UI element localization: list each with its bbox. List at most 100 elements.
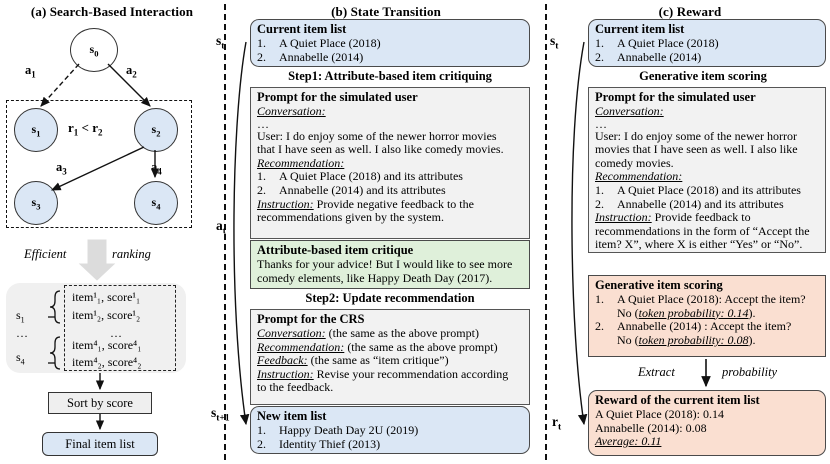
score-row-s4-line2: item⁴₂, score⁴₂	[72, 355, 142, 369]
score-row-state-s1: s1	[16, 308, 25, 325]
symbol-state-t-c: st	[550, 33, 559, 52]
b-prompt-crs-box: Prompt for the CRS Conversation: (the sa…	[250, 309, 530, 405]
b-crs-row-instruction: Instruction: Revise your recommendation …	[257, 366, 509, 381]
b-instruction-line-1: Instruction: Provide negative feedback t…	[257, 196, 474, 211]
score-row-s1-line1: item¹₁, score¹₁	[72, 290, 141, 304]
c-instruction-line-1: Instruction: Provide feedback to	[595, 210, 751, 225]
score-row-s4-line1: item⁴₁, score⁴₁	[72, 338, 142, 352]
graph-node-s0-label: s0	[89, 41, 99, 59]
probability-label: probability	[722, 365, 778, 379]
c-current-item-2: 2.Annabelle (2014)	[595, 49, 702, 64]
b-crs-row-feedback: Feedback: (the same as “item critique”)	[257, 353, 449, 368]
c-generative-item-scoring-box: Generative item scoring 1.A Quiet Place …	[588, 275, 826, 357]
graph-node-s3: s3	[14, 181, 58, 225]
b-current-item-1: 1.A Quiet Place (2018)	[257, 36, 381, 50]
score-row-state-s4: s4	[16, 350, 25, 367]
b-step1-heading: Step1: Attribute-based item critiquing	[288, 69, 492, 83]
b-new-item-1: 1.Happy Death Day 2U (2019)	[257, 423, 419, 437]
graph-node-s4-label: s4	[151, 194, 161, 212]
edge-label-a4: a4	[151, 160, 162, 177]
c-reward-header: Reward of the current item list	[595, 393, 760, 407]
score-pool-panel	[6, 283, 186, 373]
c-conversation-ellipsis: …	[595, 116, 607, 131]
panel-a-title: (a) Search-Based Interaction	[30, 4, 194, 19]
c-conversation-label: Conversation:	[595, 104, 664, 118]
symbol-state-t-b: st	[216, 33, 225, 52]
c-current-item-list-box: Current item list 1.A Quiet Place (2018)…	[588, 19, 826, 67]
score-row-s1-line2: item¹₂, score¹₂	[72, 308, 141, 322]
symbol-action-t-b: at	[216, 218, 226, 237]
b-crs-row-conversation: Conversation: (the same as the above pro…	[257, 326, 479, 340]
b-recommendation-label: Recommendation:	[257, 155, 345, 170]
b-new-item-list-header: New item list	[257, 409, 327, 423]
graph-node-s0: s0	[70, 28, 118, 72]
c-instruction-line-3: item? X”, where X is either “Yes” or “No…	[595, 237, 803, 252]
search-subtree-dashed-box	[6, 100, 192, 228]
graph-node-s3-label: s3	[31, 194, 41, 212]
c-reward-average: Average: 0.11	[595, 434, 662, 449]
b-recommendation-item-2: 2.Annabelle (2014) and its attributes	[257, 182, 446, 197]
b-crs-row-recommendation: Recommendation: (the same as the above p…	[257, 339, 498, 354]
b-crs-instruction-cont: to the feedback.	[257, 380, 334, 395]
b-new-item-list-box: New item list 1.Happy Death Day 2U (2019…	[250, 406, 530, 454]
c-scoring-heading: Generative item scoring	[639, 69, 767, 83]
graph-node-s2-label: s2	[151, 121, 161, 139]
b-recommendation-item-1: 1.A Quiet Place (2018) and its attribute…	[257, 169, 463, 184]
b-item-critique-box: Attribute-based item critique Thanks for…	[250, 240, 530, 289]
c-instruction-line-2: recommendations in the form of “Accept t…	[595, 223, 810, 238]
c-state-to-reward-curve	[571, 41, 588, 426]
c-conversation-line-1: User: I do enjoy some of the newer horro…	[595, 128, 797, 143]
c-prompt-user-header: Prompt for the simulated user	[595, 90, 756, 104]
b-item-critique-line-1: Thanks for your advice! But I would like…	[257, 257, 513, 271]
b-prompt-user-header: Prompt for the simulated user	[257, 90, 418, 104]
b-state-flow-curve	[233, 41, 250, 426]
panel-divider-left	[224, 4, 226, 460]
graph-node-s1-label: s1	[31, 121, 41, 139]
b-conversation-ellipsis: …	[257, 116, 269, 131]
c-prompt-simulated-user-box: Prompt for the simulated user Conversati…	[588, 87, 826, 253]
graph-node-s1: s1	[14, 108, 58, 152]
score-row-ellipsis-line: …	[110, 326, 122, 340]
b-instruction-line-2: recommendations given by the system.	[257, 210, 444, 225]
c-scoring-item-1: 1.A Quiet Place (2018): Accept the item?	[595, 292, 806, 306]
c-conversation-line-3: comedy movies.	[595, 155, 674, 170]
c-reward-line-1: A Quiet Place (2018): 0.14	[595, 407, 724, 421]
efficient-ranking-arrow	[78, 239, 116, 281]
c-recommendation-label: Recommendation:	[595, 169, 683, 184]
c-scoring-item-2-prob: No (token probability: 0.08).	[617, 332, 756, 347]
ranking-label: ranking	[112, 247, 151, 261]
c-reward-box: Reward of the current item list A Quiet …	[588, 390, 826, 456]
c-reward-line-2: Annabelle (2014): 0.08	[595, 420, 707, 435]
c-generative-scoring-header: Generative item scoring	[595, 278, 723, 292]
c-scoring-item-2: 2.Annabelle (2014) : Accept the item?	[595, 319, 792, 334]
b-new-item-2: 2.Identity Thief (2013)	[257, 436, 381, 451]
c-current-item-list-header: Current item list	[595, 22, 685, 36]
edge-label-a3: a3	[56, 160, 67, 177]
c-recommendation-item-1: 1.A Quiet Place (2018) and its attribute…	[595, 182, 801, 197]
b-current-item-list-box: Current item list 1.A Quiet Place (2018)…	[250, 19, 530, 67]
b-current-item-list-header: Current item list	[257, 22, 347, 36]
extract-label: Extract	[638, 365, 675, 379]
score-pool-dashed-box	[64, 285, 176, 371]
symbol-state-t1-b: st+1	[211, 405, 230, 424]
b-step2-heading: Step2: Update recommendation	[305, 291, 475, 305]
graph-node-s2: s2	[134, 108, 178, 152]
edge-label-a2: a2	[126, 63, 137, 80]
b-prompt-simulated-user-box: Prompt for the simulated user Conversati…	[250, 87, 530, 239]
symbol-reward-t-c: rt	[552, 414, 562, 433]
b-prompt-crs-header: Prompt for the CRS	[257, 312, 365, 326]
score-row-state-ellipsis: …	[16, 326, 28, 340]
b-conversation-line-1: User: I do enjoy some of the newer horro…	[257, 128, 497, 143]
panel-divider-right	[545, 4, 547, 460]
b-item-critique-line-2: comedy elements, like Happy Death Day (2…	[257, 270, 493, 285]
b-item-critique-header: Attribute-based item critique	[257, 243, 414, 257]
graph-node-s4: s4	[134, 181, 178, 225]
c-recommendation-item-2: 2.Annabelle (2014) and its attributes	[595, 196, 784, 211]
c-scoring-item-1-prob: No (token probability: 0.14).	[617, 305, 756, 320]
reward-comparison-label: r1 < r2	[68, 120, 103, 138]
panel-c-title: (c) Reward	[658, 4, 722, 19]
b-current-item-2: 2.Annabelle (2014)	[257, 49, 364, 64]
c-current-item-1: 1.A Quiet Place (2018)	[595, 36, 719, 50]
final-item-list-box: Final item list	[42, 432, 158, 456]
